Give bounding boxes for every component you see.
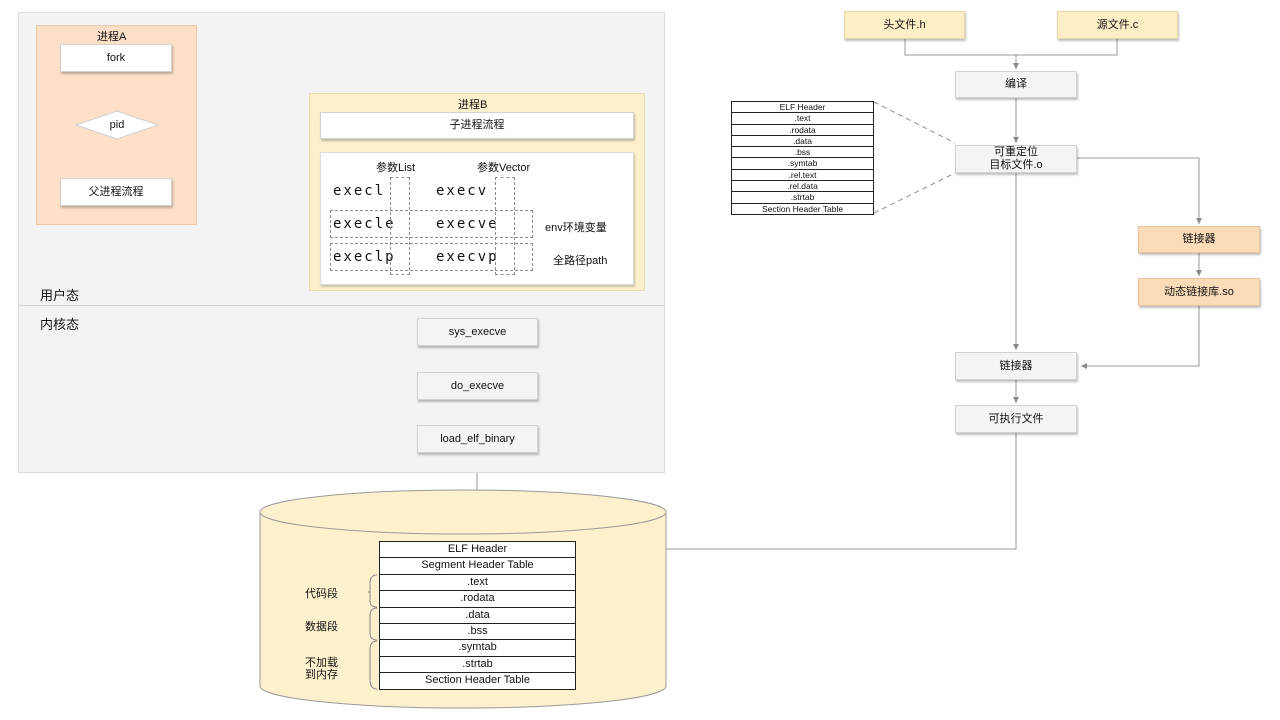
- compile-box: 编译: [955, 71, 1077, 98]
- sys-execve-box: sys_execve: [417, 318, 538, 346]
- elf-row-data: .data: [380, 608, 575, 624]
- list-l-highlight: [390, 177, 410, 275]
- elf-row-symtab: .symtab: [380, 640, 575, 657]
- parent-flow-label: 父进程流程: [88, 185, 144, 198]
- header-file-box: 头文件.h: [844, 11, 965, 39]
- linker-top-box: 链接器: [1138, 226, 1260, 253]
- linker-bottom-label: 链接器: [999, 359, 1033, 372]
- linker-top-label: 链接器: [1182, 233, 1216, 245]
- source-file-box: 源文件.c: [1057, 11, 1178, 39]
- obj-row-data: .data: [732, 136, 873, 148]
- do-execve-label: do_execve: [450, 379, 505, 392]
- executable-box: 可执行文件: [955, 405, 1077, 433]
- pid-label: pid: [109, 119, 125, 131]
- fork-box: fork: [60, 44, 172, 72]
- obj-row-text: .text: [732, 113, 873, 125]
- execvp-text: execvp: [436, 249, 499, 265]
- env-e-highlight: [330, 210, 533, 238]
- obj-row-section-header-table: Section Header Table: [761, 203, 844, 214]
- linker-bottom-box: 链接器: [955, 352, 1077, 380]
- child-flow-label: 子进程流程: [449, 119, 505, 131]
- user-mode-label: 用户态: [40, 288, 80, 303]
- param-vector-label: 参数Vector: [477, 162, 531, 174]
- obj-row-symtab: .symtab: [732, 158, 873, 170]
- execle-text: execle: [333, 216, 396, 232]
- execv-text: execv: [436, 183, 489, 199]
- vector-v-highlight: [495, 177, 515, 275]
- obj-row-rodata: .rodata: [732, 125, 873, 136]
- source-file-label: 源文件.c: [1096, 18, 1139, 31]
- process-a-title: 进程A: [97, 31, 127, 43]
- header-file-label: 头文件.h: [883, 18, 926, 31]
- parent-flow-box: 父进程流程: [60, 178, 172, 206]
- elf-row-text: .text: [380, 575, 575, 592]
- relocatable-object-table: ELF Header .text .rodata .data .bss .sym…: [731, 101, 874, 215]
- relocatable-line1: 可重定位: [994, 146, 1038, 158]
- relocatable-object-box: 可重定位 目标文件.o: [955, 145, 1077, 173]
- kernel-mode-label: 内核态: [40, 317, 80, 332]
- path-p-highlight: [330, 243, 533, 271]
- compile-label: 编译: [1005, 78, 1027, 90]
- obj-row-rel-text: .rel.text: [732, 170, 873, 182]
- load-elf-binary-label: load_elf_binary: [440, 432, 515, 445]
- code-segment-label: 代码段: [305, 588, 338, 600]
- load-elf-binary-box: load_elf_binary: [417, 425, 538, 453]
- elf-row-rodata: .rodata: [380, 591, 575, 608]
- not-loaded-label-line2: 到内存: [305, 669, 338, 681]
- shared-library-label: 动态链接库.so: [1164, 285, 1234, 298]
- env-label: env环境变量: [545, 222, 607, 234]
- pid-diamond: [75, 110, 159, 140]
- execlp-text: execlp: [333, 249, 396, 265]
- elf-row-bss: .bss: [380, 624, 575, 641]
- executable-label: 可执行文件: [988, 412, 1044, 425]
- execve-text: execve: [436, 216, 499, 232]
- data-segment-label: 数据段: [305, 621, 338, 633]
- execl-text: execl: [333, 183, 386, 199]
- process-b-title: 进程B: [458, 99, 488, 111]
- fork-label: fork: [106, 51, 126, 64]
- exec-family-box: [320, 152, 634, 285]
- relocatable-line2: 目标文件.o: [989, 159, 1043, 171]
- obj-row-elf-header: ELF Header: [732, 102, 873, 114]
- child-flow-box: 子进程流程: [320, 112, 634, 139]
- not-loaded-label-line1: 不加载: [305, 657, 338, 669]
- elf-row-strtab: .strtab: [380, 657, 575, 674]
- elf-row-elf-header: ELF Header: [380, 542, 575, 559]
- param-list-label: 参数List: [376, 162, 416, 174]
- elf-row-section-header-table: Section Header Table: [425, 674, 530, 687]
- path-label: 全路径path: [553, 255, 608, 267]
- sys-execve-label: sys_execve: [448, 325, 507, 338]
- obj-row-strtab: .strtab: [732, 192, 873, 204]
- mode-divider: [18, 305, 665, 306]
- elf-executable-table: ELF Header Segment Header Table .text .r…: [379, 541, 576, 690]
- obj-row-bss: .bss: [732, 147, 873, 159]
- obj-row-rel-data: .rel.data: [732, 181, 873, 193]
- do-execve-box: do_execve: [417, 372, 538, 400]
- shared-library-box: 动态链接库.so: [1138, 278, 1260, 306]
- elf-row-segment-header-table: Segment Header Table: [380, 558, 575, 575]
